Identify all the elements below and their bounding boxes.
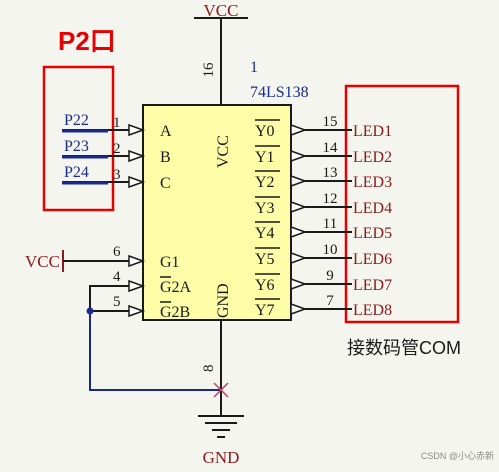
input-net-label: P23: [64, 138, 89, 155]
output-pin-number: 10: [323, 242, 338, 258]
chip-designator: 1: [250, 59, 258, 76]
port-title: P2口: [58, 26, 116, 56]
output-arrow: [290, 200, 308, 214]
input-pin-name: A: [160, 123, 172, 140]
bottom-gnd-symbol: 8 GND: [198, 320, 244, 467]
output-net-label: LED7: [353, 277, 392, 294]
output-arrow: [290, 277, 308, 291]
input-pin-number: 1: [113, 115, 121, 131]
input-pin-number: 2: [113, 141, 121, 157]
output-net-label: LED2: [353, 149, 392, 166]
enable-arrow: [128, 279, 146, 293]
chip-body: [142, 104, 292, 321]
output-pin-number: 11: [323, 216, 337, 232]
enable-pin-name: G2B: [160, 304, 190, 321]
output-pin-number: 13: [323, 165, 338, 181]
output-pin-number: 12: [323, 191, 338, 207]
output-net-label: LED4: [353, 200, 392, 217]
enable-arrow: [128, 254, 146, 268]
output-net-label: LED1: [353, 123, 392, 140]
left-vcc-label: VCC: [25, 252, 60, 271]
output-pin-name: Y3: [255, 200, 275, 217]
output-net-label: LED5: [353, 225, 392, 242]
output-net-label: LED6: [353, 251, 392, 268]
input-pin-number: 3: [113, 167, 121, 183]
left-vcc-symbol: VCC: [25, 250, 90, 272]
output-arrow: [290, 123, 308, 137]
gnd-pin-number: 8: [201, 365, 217, 373]
enable-pin-number: 6: [113, 244, 121, 260]
enable-pin-number: 5: [113, 294, 121, 310]
bottom-gnd-label: GND: [203, 448, 240, 467]
vcc-pin-number: 16: [201, 62, 217, 78]
output-pin-name: Y6: [255, 277, 275, 294]
input-net-label: P24: [64, 164, 89, 181]
port-highlight-box: [42, 65, 115, 212]
output-arrow: [290, 149, 308, 163]
output-net-label: LED8: [353, 302, 392, 319]
output-pin-name: Y5: [255, 251, 275, 268]
output-pin-name: Y4: [255, 225, 275, 242]
input-arrow: [128, 123, 146, 137]
output-pin-name: Y1: [255, 149, 275, 166]
segment-com-label: 接数码管COM: [347, 338, 461, 358]
top-vcc-symbol: VCC 16: [194, 1, 248, 105]
output-arrow: [290, 302, 308, 316]
output-pin-name: Y7: [255, 302, 275, 319]
chip-vcc-label: VCC: [215, 135, 232, 168]
input-arrow: [128, 175, 146, 189]
chip-gnd-label: GND: [215, 283, 232, 318]
output-arrow: [290, 251, 308, 265]
output-arrow: [290, 174, 308, 188]
enable-arrow: [128, 304, 146, 318]
junction-dot: [86, 307, 94, 315]
top-vcc-label: VCC: [204, 1, 239, 20]
enable-pin-name: G1: [160, 254, 180, 271]
watermark: CSDN @小心赤新: [421, 450, 494, 461]
output-pin-number: 9: [326, 268, 334, 284]
output-arrow: [290, 225, 308, 239]
output-pin-number: 15: [323, 114, 338, 130]
output-pin-number: 7: [326, 293, 334, 309]
enable-pin-g1: 6G1: [90, 244, 180, 271]
input-arrow: [128, 149, 146, 163]
led-highlight-box: [344, 84, 460, 324]
input-pin-name: C: [160, 175, 171, 192]
enable-pin-name: G2A: [160, 279, 192, 296]
g2-ground-wire: [86, 285, 221, 391]
chip-part-number: 74LS138: [250, 84, 309, 101]
output-pin-number: 14: [323, 140, 339, 156]
input-pin-name: B: [160, 149, 171, 166]
enable-pin-number: 4: [113, 269, 121, 285]
output-net-label: LED3: [353, 174, 392, 191]
input-net-label: P22: [64, 112, 89, 129]
output-pin-name: Y0: [255, 123, 275, 140]
output-pin-name: Y2: [255, 174, 275, 191]
